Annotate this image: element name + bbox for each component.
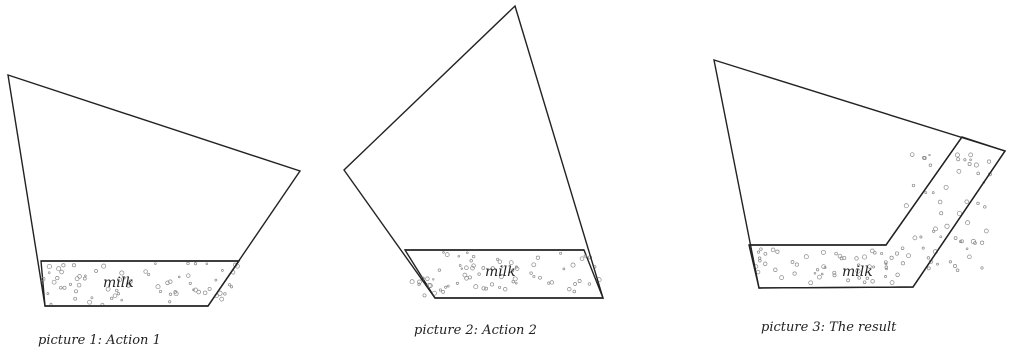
milk-speckle-dot bbox=[953, 264, 956, 267]
milk-speckle-dot bbox=[929, 154, 931, 156]
milk-speckle-dot bbox=[977, 202, 980, 205]
milk-speckle-dot bbox=[956, 269, 959, 272]
milk-speckle-dot bbox=[228, 284, 230, 286]
milk-speckle-dot bbox=[423, 294, 426, 297]
panel-3: milk picture 3: The result bbox=[714, 60, 1005, 335]
milk-speckle-dot bbox=[984, 206, 987, 209]
milk-speckle-dot bbox=[912, 184, 915, 187]
milk-speckle-dot bbox=[220, 297, 224, 301]
panel-3-milk-label: milk bbox=[842, 264, 873, 280]
milk-speckle-dot bbox=[966, 248, 968, 250]
panel-2-milk-label: milk bbox=[485, 264, 516, 280]
milk-speckle-dot bbox=[230, 286, 232, 288]
panel-2-caption: picture 2: Action 2 bbox=[414, 323, 537, 338]
panel-3-caption: picture 3: The result bbox=[761, 320, 897, 335]
milk-speckle-dot bbox=[904, 204, 908, 208]
milk-speckle-dot bbox=[968, 255, 972, 259]
milk-speckle-dot bbox=[954, 237, 957, 240]
milk-speckle-dot bbox=[966, 221, 970, 225]
panel-1-caption: picture 1: Action 1 bbox=[38, 333, 161, 348]
milk-speckle-dot bbox=[224, 293, 227, 296]
milk-speckle-dot bbox=[949, 261, 951, 263]
milk-speckle-dot bbox=[910, 153, 914, 157]
milk-speckle-dot bbox=[937, 263, 939, 265]
panel-2: milk picture 2: Action 2 bbox=[344, 6, 603, 338]
milk-speckle-dot bbox=[981, 267, 983, 269]
milk-speckle-dot bbox=[984, 229, 988, 233]
milk-speckle-dot bbox=[980, 241, 983, 244]
milk-speckle-dot bbox=[929, 164, 932, 167]
panel-1: milk picture 1: Action 1 bbox=[8, 75, 300, 348]
milk-speckle-dot bbox=[927, 267, 930, 270]
panel-1-milk-label: milk bbox=[103, 275, 134, 291]
panel-3-milk-region bbox=[749, 137, 1005, 288]
milk-speckle-dot bbox=[410, 280, 414, 284]
